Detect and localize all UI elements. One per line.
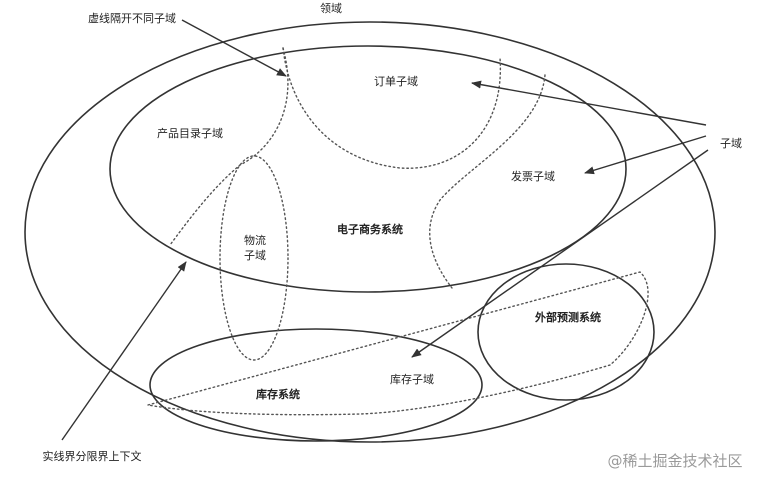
- dashed-note-label: 虚线隔开不同子域: [88, 11, 176, 25]
- order-subdomain-label: 订单子域: [374, 75, 418, 88]
- ecommerce-context-boundary: [109, 45, 627, 293]
- inventory-subdomain-divider: [147, 271, 649, 416]
- domain-boundary: [24, 21, 716, 443]
- ecommerce-system-label: 电子商务系统: [337, 222, 403, 236]
- dashed-note-arrow: [181, 19, 287, 77]
- subdomain-label: 子域: [720, 137, 742, 150]
- subdomain-arrow-inventory: [411, 149, 709, 358]
- inventory-system-label: 库存系统: [256, 387, 300, 401]
- forecast-context-boundary: [477, 263, 655, 401]
- forecast-system-label: 外部预测系统: [534, 310, 601, 324]
- solid-note-arrow: [61, 261, 187, 441]
- invoice-subdomain-label: 发票子域: [511, 169, 555, 183]
- logistics-label-line1: 物流: [244, 233, 266, 247]
- inventory-subdomain-label: 库存子域: [390, 372, 434, 386]
- inventory-context-boundary: [149, 328, 483, 442]
- subdomain-arrow-order: [471, 80, 707, 126]
- product-subdomain-label: 产品目录子域: [157, 126, 223, 140]
- solid-note-label: 实线界分限界上下文: [43, 449, 142, 463]
- watermark: @稀土掘金技术社区: [607, 452, 742, 470]
- subdomain-arrow-invoice: [584, 135, 707, 175]
- logistics-subdomain-boundary: [219, 155, 289, 361]
- order-subdomain-divider: [282, 47, 502, 169]
- invoice-subdomain-divider: [429, 74, 546, 289]
- domain-label: 领域: [320, 2, 342, 15]
- product-subdomain-divider: [169, 47, 289, 246]
- logistics-label-line2: 子域: [244, 249, 266, 262]
